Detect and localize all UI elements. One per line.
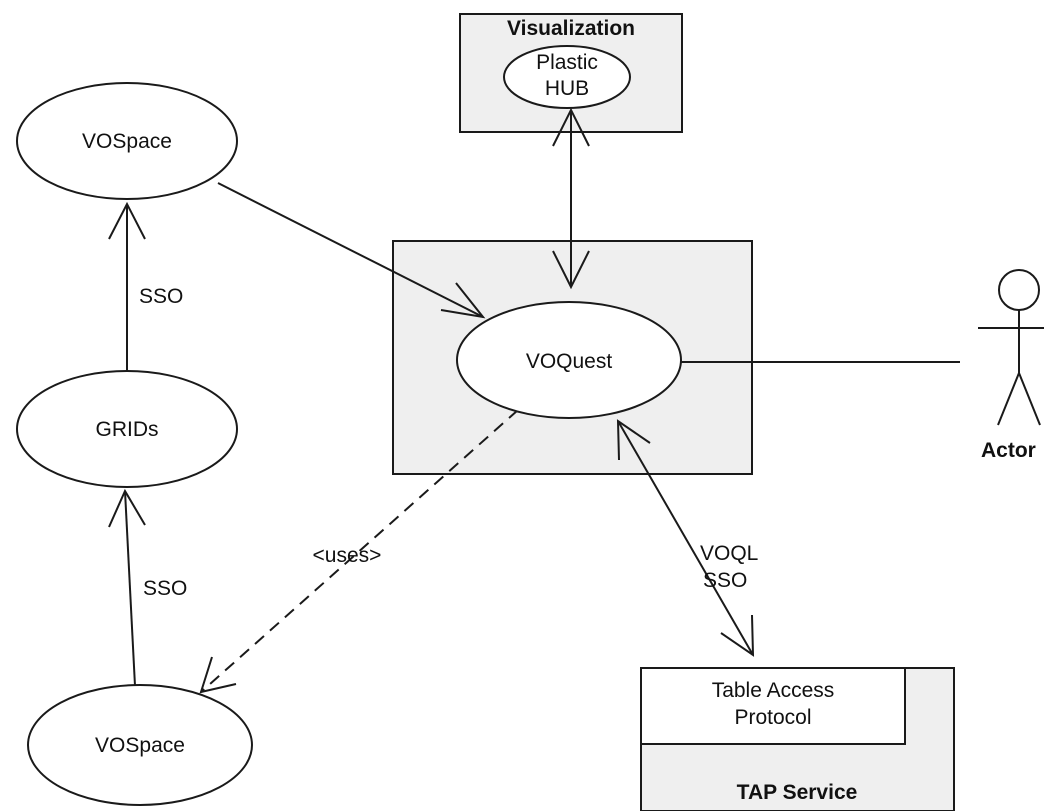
use-case-grids: GRIDs xyxy=(16,370,238,488)
arrowhead xyxy=(616,419,651,461)
arrowhead xyxy=(440,282,486,319)
arrowhead xyxy=(552,250,590,290)
table-access-protocol-box xyxy=(640,667,906,745)
use-case-voquest: VOQuest xyxy=(456,301,682,419)
edge-label-voql: VOQL xyxy=(700,542,758,565)
edge-voquest-tap: VOQL SSO xyxy=(616,419,758,657)
edge-vospace-to-grids: SSO xyxy=(108,488,187,687)
arrowhead xyxy=(720,614,755,657)
use-case-label: VOQuest xyxy=(526,350,613,373)
tap-service-box: Table Access Protocol TAP Service xyxy=(640,667,955,811)
voquest-box xyxy=(392,240,753,475)
use-case-label: VOSpace xyxy=(82,130,172,153)
edge-label-uses: <uses> xyxy=(313,544,382,567)
plastic-hub-node: Plastic HUB xyxy=(503,45,631,109)
edge-voquest-uses-vospace: <uses> xyxy=(199,409,519,694)
edge-label-sso-upper: SSO xyxy=(139,285,183,308)
use-case-vospace-bottom: VOSpace xyxy=(27,684,253,806)
use-case-label: GRIDs xyxy=(96,418,159,441)
arrowhead xyxy=(108,488,146,528)
plastic-hub-label-line1: Plastic xyxy=(536,51,598,74)
arrowhead xyxy=(108,201,146,240)
actor-leg-right xyxy=(1018,372,1041,426)
edge-label-sso-lower: SSO xyxy=(143,577,187,600)
arrowhead xyxy=(552,107,590,147)
edge-grids-to-vospace: SSO xyxy=(108,201,183,386)
visualization-title: Visualization xyxy=(507,17,635,40)
actor-leg-left xyxy=(997,372,1020,426)
edge-vospace-to-voquest xyxy=(217,182,486,319)
actor-figure: Actor xyxy=(978,269,1044,462)
edge-voquest-hub xyxy=(552,107,590,290)
plastic-hub-label-line2: HUB xyxy=(545,77,589,100)
use-case-vospace-top: VOSpace xyxy=(16,82,238,200)
tap-service-title: TAP Service xyxy=(737,781,858,804)
tap-inner-label-line2: Protocol xyxy=(734,706,811,729)
actor-head xyxy=(998,269,1040,311)
tap-inner-label-line1: Table Access xyxy=(712,679,835,702)
arrowhead xyxy=(199,656,237,694)
actor-label: Actor xyxy=(981,439,1036,462)
use-case-label: VOSpace xyxy=(95,734,185,757)
edge-label-voql-sso: SSO xyxy=(703,569,747,592)
